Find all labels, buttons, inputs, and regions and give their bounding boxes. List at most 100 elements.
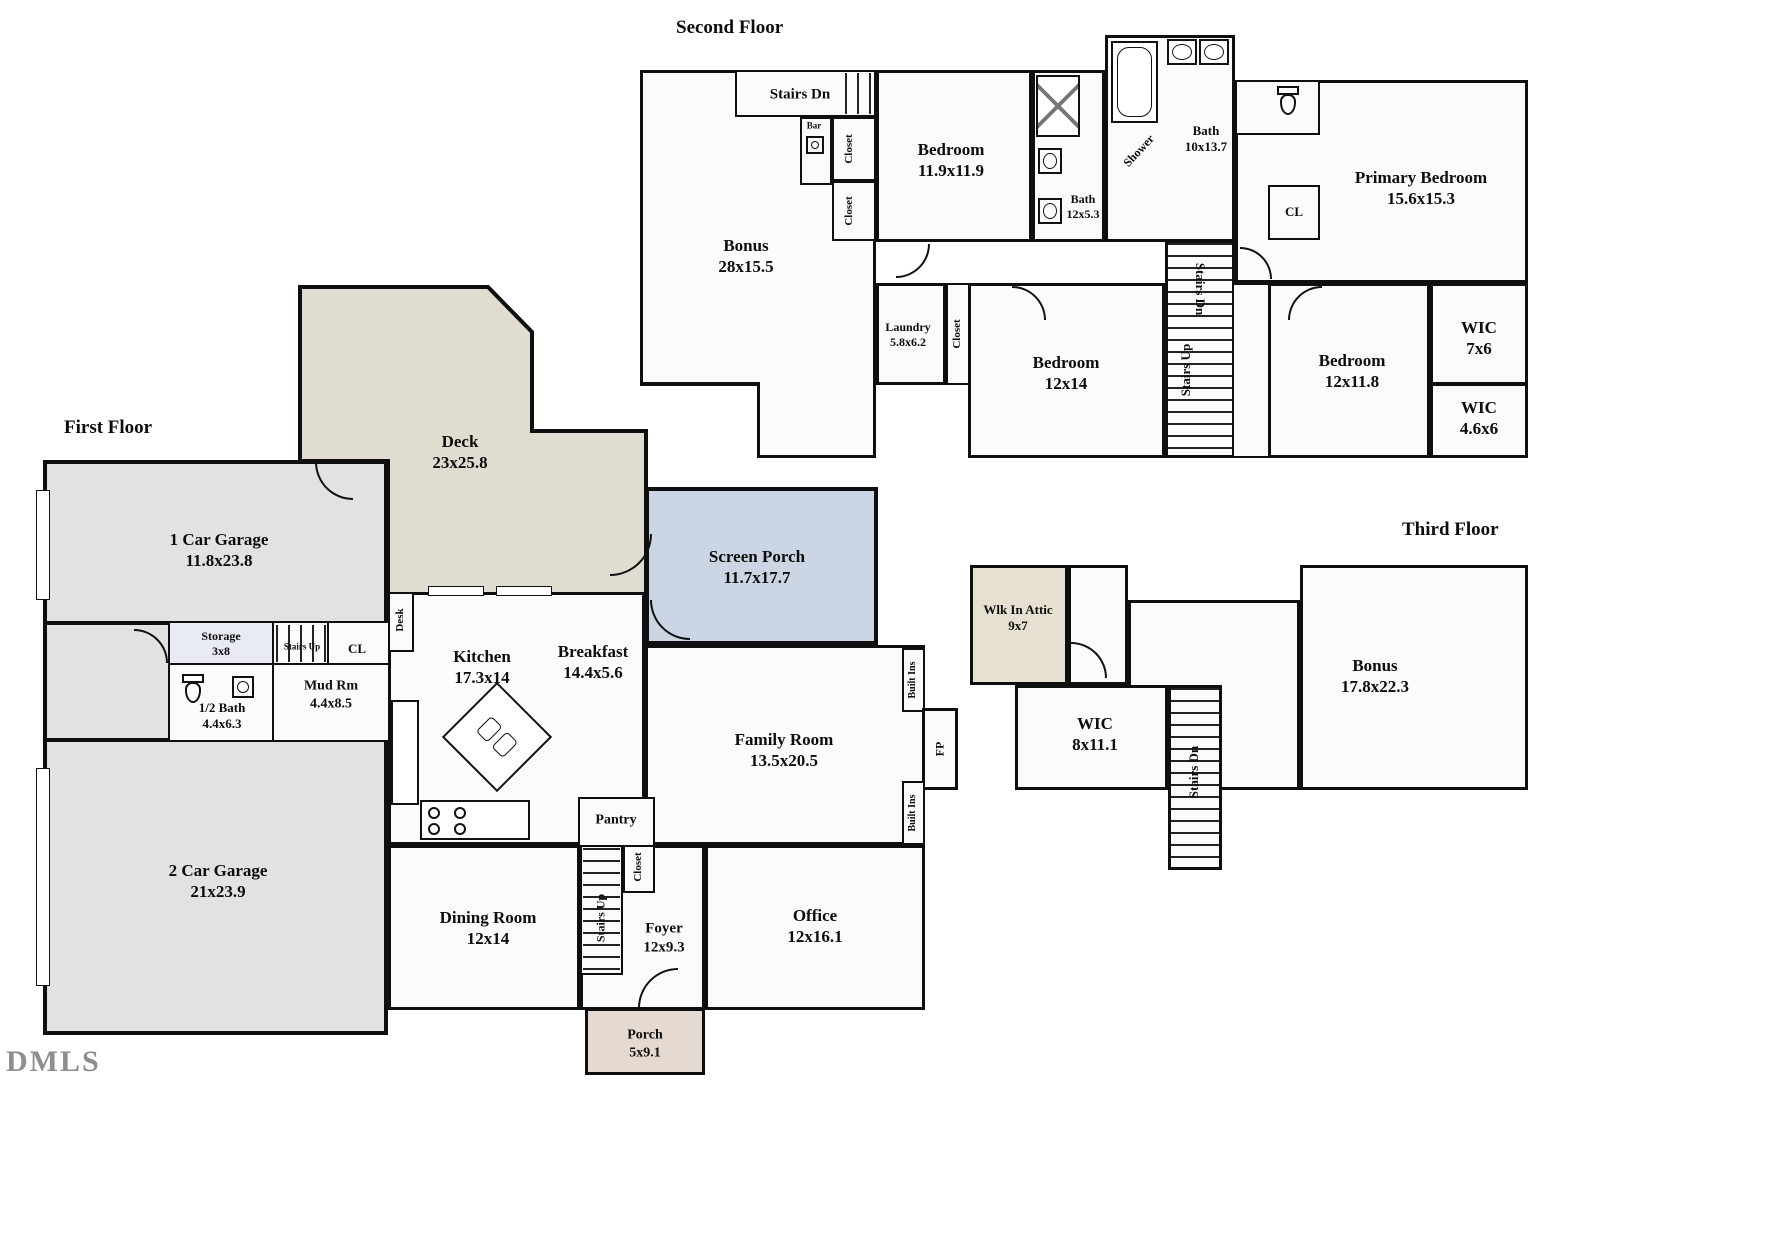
room-closet-foyer: [623, 845, 655, 893]
label-foyer: Foyer 12x9.3: [643, 920, 685, 955]
floor-title-third: Third Floor: [1402, 519, 1499, 540]
label-stairs-up-main: Stairs Up: [593, 893, 608, 943]
label-storage: Storage 3x8: [201, 629, 241, 658]
stair-treads: [583, 848, 620, 972]
wall-segment: [43, 621, 172, 625]
label-stairs-up-small: Stairs Up: [283, 641, 321, 652]
label-cl-second: CL: [1284, 203, 1304, 219]
label-screen-porch: Screen Porch 11.7x17.7: [708, 546, 806, 587]
stair-treads: [276, 625, 326, 662]
fireplace-box: [922, 708, 958, 790]
built-ins-bottom: [902, 781, 925, 845]
bathtub-icon: [1111, 41, 1158, 123]
sink-icon: [232, 676, 254, 698]
label-closet-a: Closet: [843, 134, 856, 164]
sink-icon: [1199, 39, 1229, 65]
slider-window: [496, 586, 552, 596]
label-pantry: Pantry: [595, 812, 637, 828]
room-wic-third: [1015, 685, 1168, 790]
label-bonus-second: Bonus 28x15.5: [718, 235, 774, 276]
room-wic-a: [1430, 283, 1528, 385]
room-garage-block: [43, 460, 388, 1035]
room-mud-rm: [272, 663, 390, 742]
label-primary-bedroom: Primary Bedroom 15.6x15.3: [1354, 167, 1488, 208]
room-closet-a: [832, 117, 876, 181]
label-stairs-dn-third: Stairs Dn: [1185, 745, 1201, 799]
label-stairs-up-mid: Stairs Up: [1177, 343, 1193, 397]
room-porch: [585, 1008, 705, 1075]
shower-stall-icon: [1036, 75, 1080, 137]
label-deck: Deck 23x25.8: [432, 431, 488, 472]
burner-icon: [428, 807, 440, 819]
label-stairs-dn-mid: Stairs Dn: [1193, 262, 1209, 316]
watermark: DMLS: [6, 1045, 101, 1078]
label-bedroom-b: Bedroom 12x14: [1032, 352, 1100, 393]
bar-sink-icon: [806, 136, 824, 154]
sink-icon: [1167, 39, 1197, 65]
label-closet-c: Closet: [951, 319, 964, 349]
toilet-icon: [1277, 86, 1299, 116]
burner-icon: [454, 823, 466, 835]
label-office: Office 12x16.1: [787, 905, 843, 946]
label-one-car-garage: 1 Car Garage 11.8x23.8: [169, 529, 269, 570]
room-family-room: [645, 645, 925, 845]
label-wic-b: WIC 4.6x6: [1459, 397, 1499, 438]
sink-icon: [1038, 148, 1062, 174]
label-two-car-garage: 2 Car Garage 21x23.9: [168, 860, 268, 901]
room-cl-second: [1268, 185, 1320, 240]
room-wic-b: [1430, 383, 1528, 458]
label-breakfast: Breakfast 14.4x5.6: [557, 641, 629, 682]
label-bath-b: Bath 10x13.7: [1184, 122, 1228, 154]
island-sink-icon: [491, 731, 519, 759]
kitchen-counter: [391, 700, 419, 805]
sink-icon: [1038, 198, 1062, 224]
label-wic-third: WIC 8x11.1: [1072, 713, 1118, 754]
label-mud-rm: Mud Rm 4.4x8.5: [303, 678, 359, 712]
label-dining-room: Dining Room 12x14: [439, 907, 537, 948]
stair-treads: [1171, 688, 1219, 867]
slider-window: [428, 586, 484, 596]
garage-door-opening: [36, 490, 50, 600]
label-half-bath: 1/2 Bath 4.4x6.3: [198, 699, 246, 731]
room-closet-b: [832, 181, 876, 241]
burner-icon: [428, 823, 440, 835]
label-family-room: Family Room 13.5x20.5: [734, 729, 834, 770]
door-arc: [896, 244, 930, 278]
room-bonus-third-right: [1300, 565, 1528, 790]
room-laundry: [876, 283, 946, 385]
floor-title-second: Second Floor: [676, 17, 784, 38]
built-ins-top: [902, 648, 925, 712]
room-hall-second: [1232, 283, 1271, 458]
label-bonus-third: Bonus 17.8x22.3: [1341, 655, 1409, 696]
label-laundry: Laundry 5.8x6.2: [885, 320, 931, 349]
label-fireplace: FP: [932, 741, 947, 757]
label-walk-in-attic: Wlk In Attic 9x7: [983, 601, 1053, 633]
label-wic-a: WIC 7x6: [1461, 317, 1497, 358]
wall-segment: [640, 382, 760, 386]
label-bath-a: Bath 12x5.3: [1066, 192, 1100, 221]
room-closet-c: [946, 283, 970, 385]
room-dining: [388, 845, 580, 1010]
room-bonus-second-tab: [757, 382, 876, 458]
room-pantry: [578, 797, 655, 847]
garage-door-opening: [36, 768, 50, 986]
label-kitchen: Kitchen 17.3x14: [453, 646, 511, 687]
stove-icon: [420, 800, 530, 840]
toilet-icon: [182, 674, 204, 704]
room-desk-nook: [388, 592, 414, 652]
room-bedroom-a: [876, 70, 1032, 242]
room-walk-in-attic: [970, 565, 1068, 685]
label-desk: Desk: [394, 608, 407, 632]
room-office: [705, 845, 925, 1010]
stair-treads: [1168, 243, 1232, 455]
wall-segment: [43, 738, 172, 742]
label-closet-foyer: Closet: [632, 852, 645, 882]
label-bedroom-a: Bedroom 11.9x11.9: [917, 139, 985, 180]
label-stairs-dn-second: Stairs Dn: [769, 86, 831, 103]
room-bedroom-b: [968, 283, 1165, 458]
label-bar: Bar: [806, 120, 822, 131]
label-bedroom-c: Bedroom 12x11.8: [1318, 350, 1386, 391]
label-closet-b: Closet: [843, 196, 856, 226]
label-built-ins-bottom: Built Ins: [906, 794, 918, 832]
